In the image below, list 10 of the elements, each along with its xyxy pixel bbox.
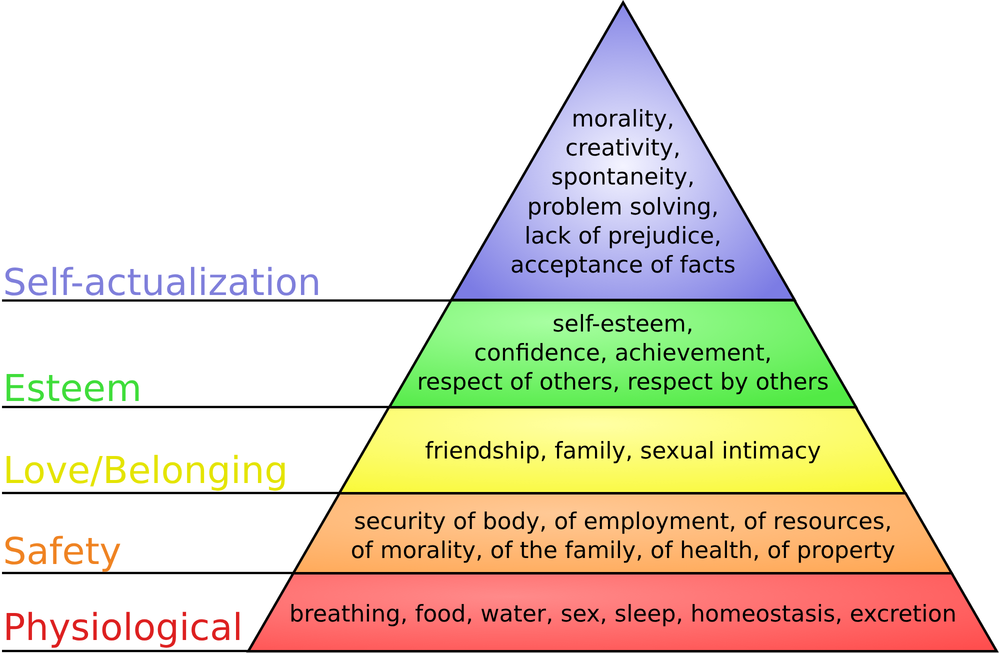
tier-heading: Self-actualization	[3, 268, 322, 298]
tier-description: breathing, food, water, sex, sleep, homeostasis, excretion	[289, 600, 957, 630]
tier-heading: Safety	[3, 532, 122, 570]
tier-heading: Physiological	[3, 608, 243, 646]
tier-description: friendship, family, sexual intimacy	[425, 438, 821, 466]
tier-description: self-esteem, confidence, achievement, respect of others, respect by others	[417, 310, 829, 398]
tier-description: security of body, of employment, of resources, of morality, of the family, of health, of property	[350, 508, 896, 566]
tier-description: morality, creativity, spontaneity, problem solving, lack of prejudice, acceptance of facts	[510, 105, 736, 280]
tier-heading: Love/Belonging	[3, 452, 288, 489]
tier-heading: Esteem	[3, 374, 142, 404]
